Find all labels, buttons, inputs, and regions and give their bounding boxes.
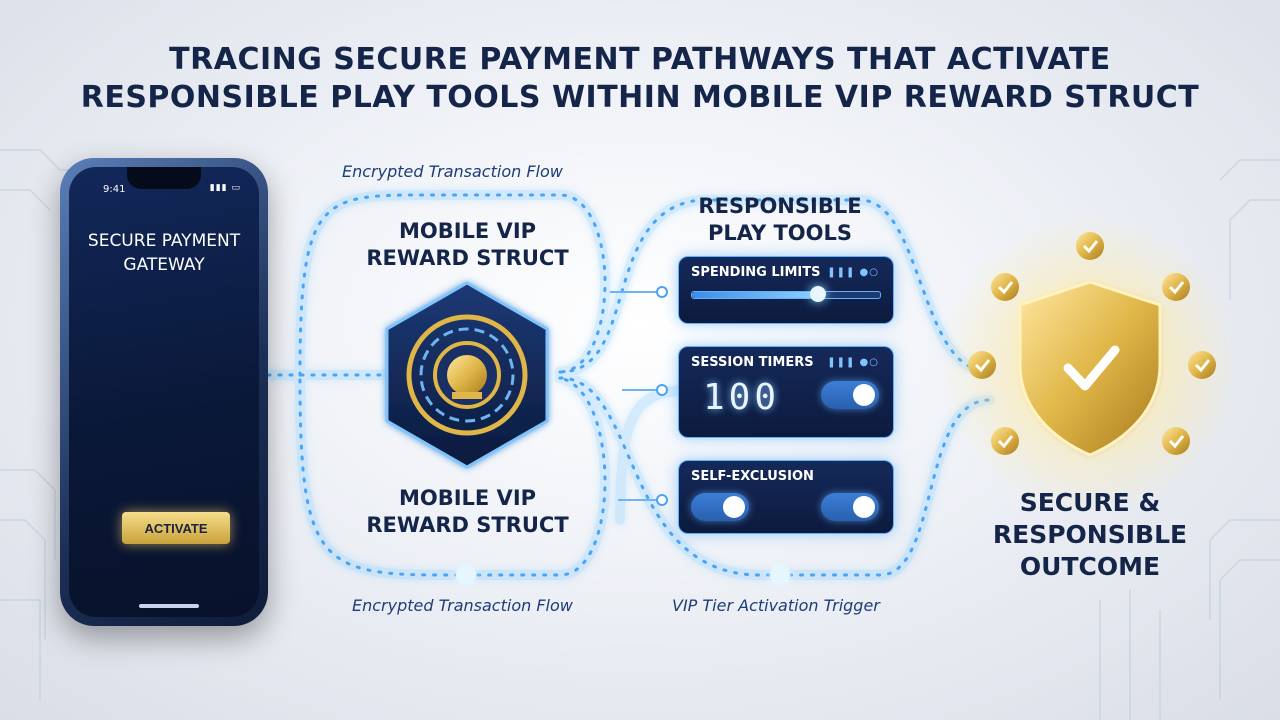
outcome-label: SECURE & RESPONSIBLE OUTCOME xyxy=(992,488,1188,581)
toggle-knob xyxy=(723,496,745,518)
phone-clock: 9:41 xyxy=(103,184,126,195)
spending-limit-slider[interactable] xyxy=(691,286,881,302)
smartphone: 9:41 ▮▮▮ ▭ SECURE PAYMENT GATEWAY ACTIVA… xyxy=(60,158,268,626)
slider-handle[interactable] xyxy=(809,286,826,302)
self-exclusion-label: SELF-EXCLUSION xyxy=(691,469,814,484)
gateway-title: SECURE PAYMENT GATEWAY xyxy=(87,231,241,275)
flow-label-top: Encrypted Transaction Flow xyxy=(342,162,563,181)
vip-hub-hexagon xyxy=(387,283,547,467)
activate-button[interactable]: ACTIVATE xyxy=(122,512,230,544)
tools-title: RESPONSIBLE PLAY TOOLS xyxy=(698,194,862,245)
spending-limits-card: SPENDING LIMITS ❚❚❚ ●○ xyxy=(678,256,894,324)
signal-battery-icon: ▮▮▮ ▭ xyxy=(209,183,241,193)
self-exclusion-card: SELF-EXCLUSION xyxy=(678,460,894,534)
self-exclusion-toggle-right[interactable] xyxy=(821,493,879,521)
toggle-knob xyxy=(853,384,875,406)
session-timers-label: SESSION TIMERS xyxy=(691,355,814,370)
spending-limits-label: SPENDING LIMITS xyxy=(691,265,821,280)
page-title-line-2: RESPONSIBLE PLAY TOOLS WITHIN MOBILE VIP… xyxy=(80,80,1200,115)
self-exclusion-toggle-left[interactable] xyxy=(691,493,749,521)
indicator-dots-icon: ❚❚❚ ●○ xyxy=(827,357,879,368)
padlock-icon xyxy=(138,312,202,404)
hub-label-bottom: MOBILE VIP REWARD STRUCT xyxy=(366,486,569,537)
phone-notch xyxy=(127,167,201,189)
shield-check-icon xyxy=(1020,282,1160,455)
home-indicator xyxy=(139,604,199,608)
timer-display: 100 xyxy=(703,377,781,418)
session-timer-toggle[interactable] xyxy=(821,381,879,409)
slider-fill xyxy=(692,292,818,298)
page-title-line-1: TRACING SECURE PAYMENT PATHWAYS THAT ACT… xyxy=(169,42,1111,77)
hub-label-top: MOBILE VIP REWARD STRUCT xyxy=(366,219,569,270)
flow-label-bottom-left: Encrypted Transaction Flow xyxy=(352,596,573,615)
toggle-knob xyxy=(853,496,875,518)
session-timers-card: SESSION TIMERS ❚❚❚ ●○ 100 xyxy=(678,346,894,438)
indicator-dots-icon: ❚❚❚ ●○ xyxy=(827,267,879,278)
flow-label-bottom-right: VIP Tier Activation Trigger xyxy=(672,596,880,615)
